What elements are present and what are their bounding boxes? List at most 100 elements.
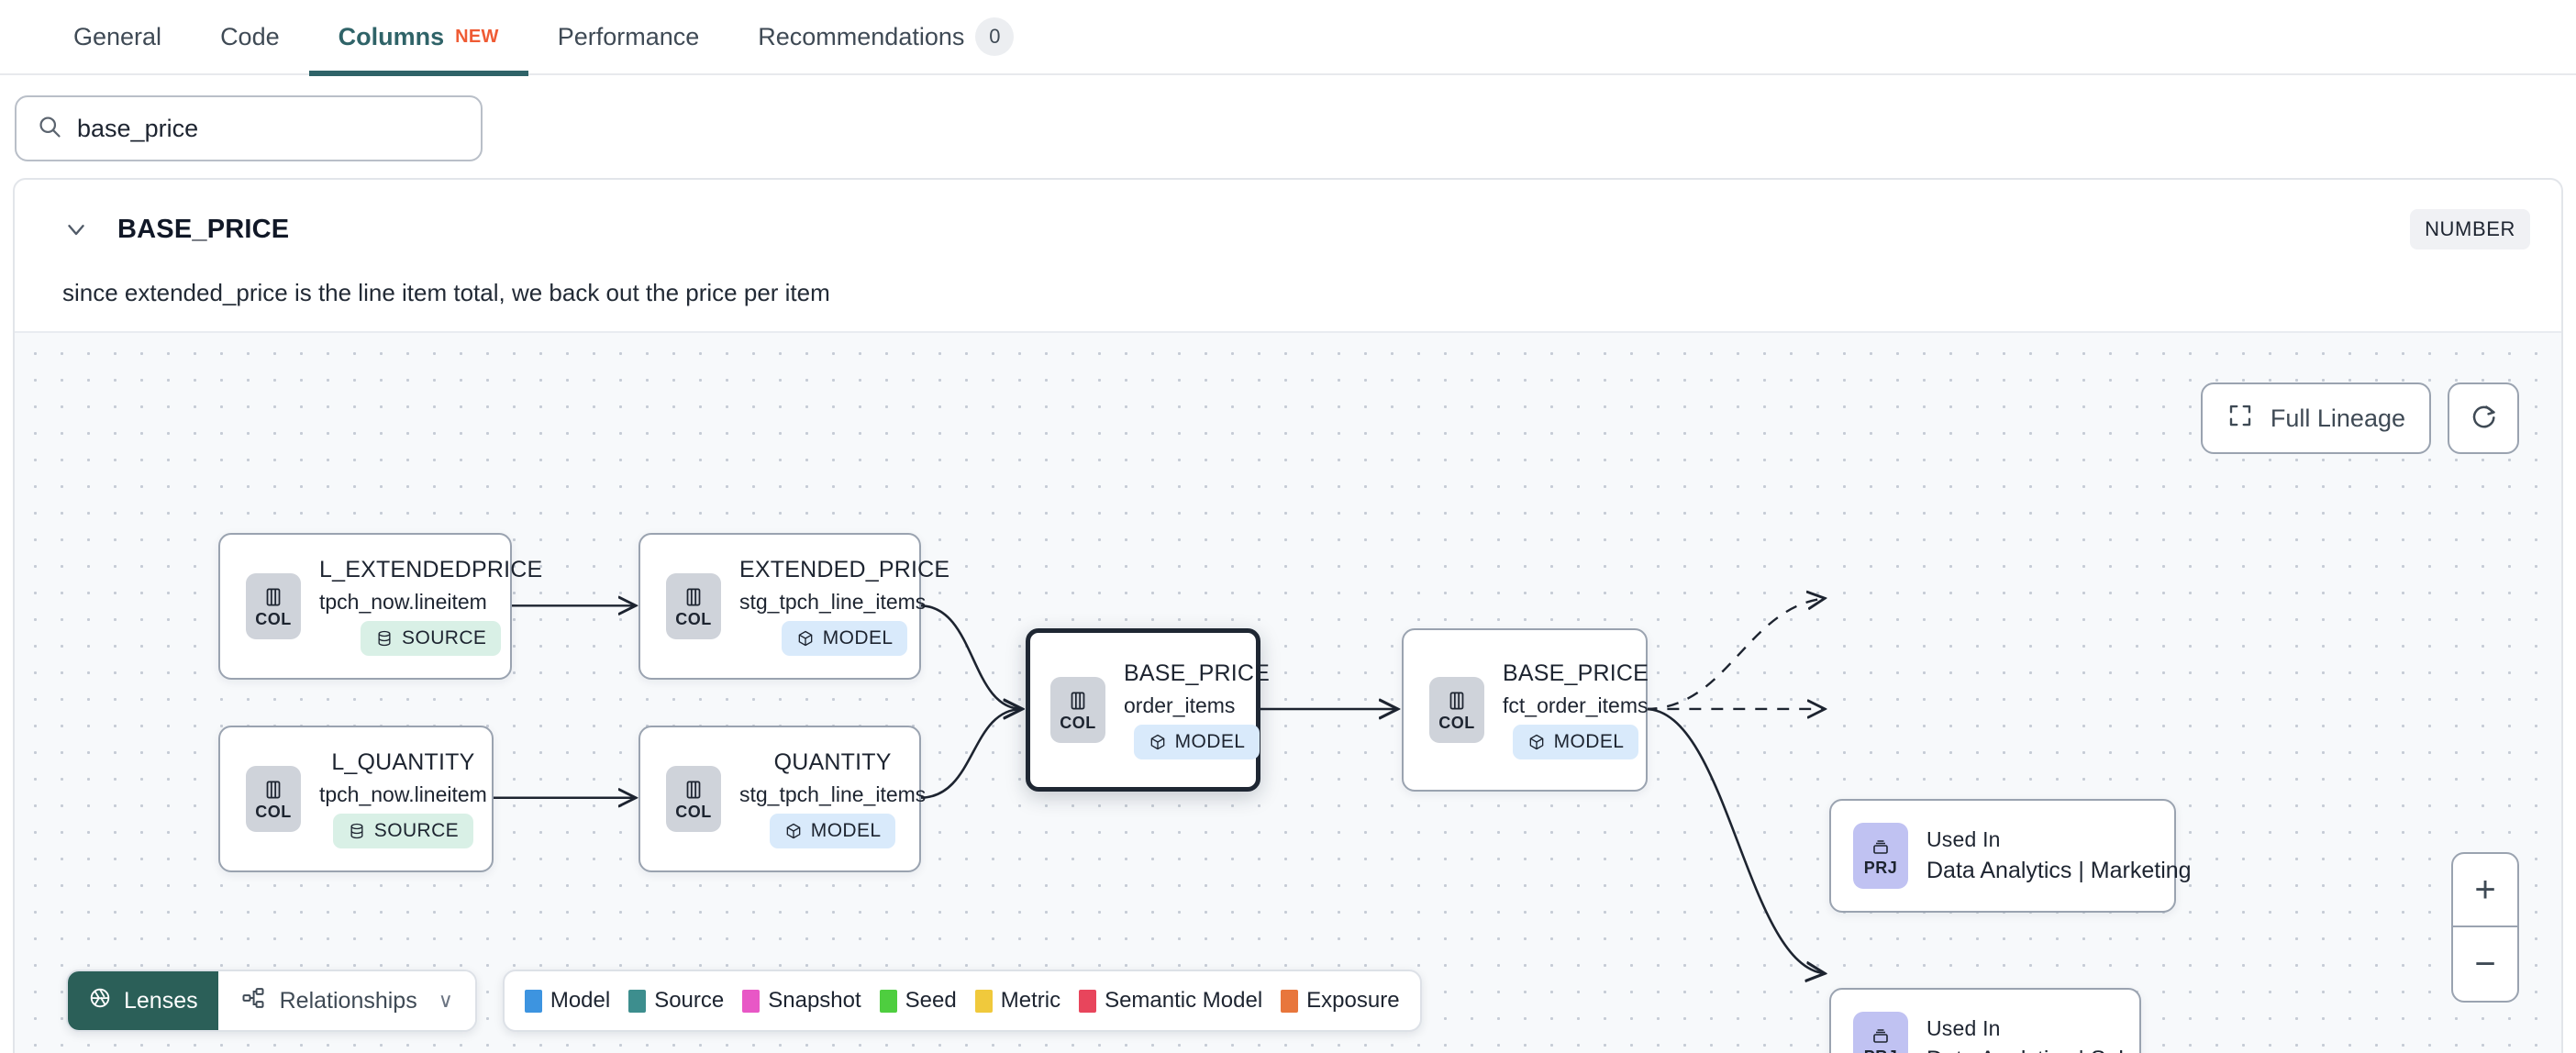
tab-label: Recommendations [758, 22, 965, 50]
refresh-icon [2469, 402, 2498, 436]
node-type-tag: MODEL [781, 621, 908, 656]
lenses-button[interactable]: Lenses [68, 971, 218, 1030]
column-description: since extended_price is the line item to… [62, 279, 830, 306]
legend-item-semantic-model: Semantic Model [1079, 988, 1262, 1014]
lineage-node-base-price-fct-order-items[interactable]: COL BASE_PRICE fct_order_items MODEL [1402, 628, 1649, 792]
col-icon: COL [246, 766, 301, 832]
tab-columns[interactable]: Columns NEW [308, 0, 528, 76]
node-title: BASE_PRICE [1503, 660, 1649, 686]
legend-label: Metric [1000, 988, 1061, 1013]
column-panel: BASE_PRICE NUMBER since extended_price i… [13, 178, 2563, 1053]
node-type-tag: MODEL [1133, 725, 1260, 759]
zoom-controls: + − [2451, 852, 2519, 1003]
legend-item-model: Model [524, 988, 611, 1014]
full-lineage-button[interactable]: Full Lineage [2200, 382, 2431, 454]
lineage-node-base-price-order-items[interactable]: COL BASE_PRICE order_items MODEL [1026, 628, 1270, 792]
col-icon: COL [246, 573, 301, 639]
tab-label: General [73, 22, 162, 50]
node-subtitle: tpch_now.lineitem [319, 782, 487, 806]
lineage-legend: Model Source Snapshot Seed Metric [502, 970, 1422, 1032]
node-subtitle: fct_order_items [1503, 693, 1649, 717]
tab-recommendations[interactable]: Recommendations 0 [728, 0, 1043, 74]
col-icon-label: COL [255, 803, 292, 821]
relationships-label: Relationships [279, 987, 417, 1014]
zoom-in-button[interactable]: + [2453, 854, 2517, 927]
node-title: Used In [1926, 827, 2001, 851]
legend-item-seed: Seed [879, 988, 957, 1014]
node-title: L_QUANTITY [331, 749, 475, 775]
lineage-node-l-extendedprice[interactable]: COL L_EXTENDEDPRICE tpch_now.lineitem SO… [218, 533, 542, 680]
legend-label: Model [550, 988, 611, 1013]
search-value: base_price [77, 114, 199, 142]
tab-code[interactable]: Code [191, 0, 309, 74]
legend-swatch [974, 989, 993, 1013]
legend-label: Exposure [1306, 988, 1400, 1013]
canvas-bottom-bar: Lenses Relationships ∨ Model Sourc [66, 970, 1422, 1032]
lineage-node-extended-price[interactable]: COL EXTENDED_PRICE stg_tpch_line_items M… [638, 533, 949, 680]
node-title: Used In [1926, 1016, 2001, 1040]
prj-icon-label: PRJ [1863, 859, 1898, 877]
legend-swatch [628, 989, 647, 1013]
legend-label: Source [654, 988, 725, 1013]
canvas-top-controls: Full Lineage [2200, 382, 2519, 454]
node-subtitle: Data Analytics | Sales [1926, 1047, 2148, 1053]
lineage-node-project-marketing[interactable]: PRJ Used In Data Analytics | Marketing [1829, 799, 2192, 913]
chevron-down-icon[interactable] [62, 216, 90, 243]
lineage-node-project-sales[interactable]: PRJ Used In Data Analytics | Sales [1829, 988, 2148, 1053]
prj-icon: PRJ [1853, 1012, 1908, 1053]
legend-label: Semantic Model [1105, 988, 1263, 1013]
node-type-label: MODEL [1553, 731, 1625, 752]
legend-swatch [879, 989, 897, 1013]
node-type-tag: SOURCE [361, 621, 502, 656]
relationships-dropdown[interactable]: Relationships ∨ [217, 971, 475, 1030]
col-icon: COL [1429, 677, 1484, 743]
lineage-edges [493, 333, 2561, 1053]
legend-item-exposure: Exposure [1281, 988, 1400, 1014]
new-badge: NEW [455, 26, 499, 47]
tab-label: Performance [557, 22, 700, 50]
chevron-down-icon[interactable]: ∨ [438, 989, 453, 1012]
lineage-node-l-quantity[interactable]: COL L_QUANTITY tpch_now.lineitem SOURCE [218, 726, 494, 872]
node-subtitle: Data Analytics | Marketing [1926, 858, 2192, 883]
hierarchy-icon [240, 985, 266, 1017]
lenses-label: Lenses [124, 987, 198, 1014]
node-subtitle: tpch_now.lineitem [319, 590, 487, 614]
lineage-canvas[interactable]: COL L_EXTENDEDPRICE tpch_now.lineitem SO… [15, 331, 2561, 1053]
column-name: BASE_PRICE [117, 214, 290, 244]
legend-swatch [742, 989, 761, 1013]
column-header[interactable]: BASE_PRICE NUMBER [15, 180, 2561, 279]
node-type-label: MODEL [1174, 731, 1246, 752]
node-title: EXTENDED_PRICE [739, 557, 950, 582]
legend-item-metric: Metric [974, 988, 1061, 1014]
node-type-label: SOURCE [373, 820, 460, 841]
node-title: L_EXTENDEDPRICE [319, 557, 543, 582]
tab-performance[interactable]: Performance [528, 0, 729, 74]
node-subtitle: stg_tpch_line_items [739, 590, 927, 614]
search-input[interactable]: base_price [15, 95, 483, 161]
col-icon-label: COL [1438, 714, 1475, 732]
legend-label: Snapshot [768, 988, 861, 1013]
refresh-button[interactable] [2448, 382, 2519, 454]
legend-swatch [1079, 989, 1097, 1013]
prj-icon-label: PRJ [1864, 1048, 1898, 1053]
node-title: BASE_PRICE [1124, 660, 1271, 686]
node-type-tag: MODEL [1512, 725, 1639, 759]
col-icon-label: COL [255, 610, 292, 628]
tab-label: Code [220, 22, 280, 50]
legend-label: Seed [905, 988, 957, 1013]
tab-general[interactable]: General [44, 0, 191, 74]
node-type-tag: SOURCE [332, 814, 474, 848]
legend-swatch [524, 989, 542, 1013]
col-icon: COL [666, 573, 721, 639]
full-lineage-label: Full Lineage [2270, 404, 2405, 432]
node-subtitle: stg_tpch_line_items [739, 782, 927, 806]
tab-label: Columns [338, 22, 445, 50]
lineage-node-quantity[interactable]: COL QUANTITY stg_tpch_line_items MODEL [638, 726, 926, 872]
node-type-label: SOURCE [402, 627, 487, 648]
prj-icon: PRJ [1853, 823, 1908, 889]
search-row: base_price [0, 75, 2576, 178]
column-type-badge: NUMBER [2410, 209, 2530, 249]
col-icon: COL [1050, 677, 1105, 743]
recommendations-count-badge: 0 [975, 17, 1015, 56]
zoom-out-button[interactable]: − [2474, 944, 2496, 984]
